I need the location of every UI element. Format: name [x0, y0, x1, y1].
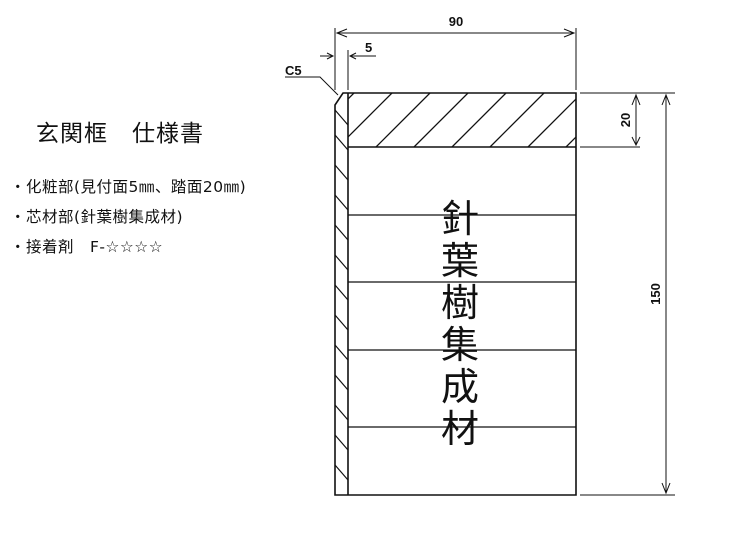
spec-veneer: ・化粧部(見付面5㎜、踏面20㎜)	[10, 178, 247, 196]
core-label-char: 樹	[441, 281, 479, 325]
dim-width: 90	[449, 14, 463, 29]
spec-core: ・芯材部(針葉樹集成材)	[10, 208, 184, 226]
face-hatching	[335, 109, 348, 481]
lamination-lines	[348, 214, 576, 428]
frame-outline	[334, 92, 577, 496]
page-title: 玄関框 仕様書	[36, 121, 204, 147]
dim-veneer: 5	[365, 40, 372, 55]
dimension-lines	[285, 28, 675, 496]
dim-height: 150	[648, 283, 663, 305]
core-label: 針 葉 樹 集 成 材	[441, 197, 479, 451]
spec-adhesive: ・接着剤 F-☆☆☆☆	[10, 238, 164, 256]
core-label-char: 成	[441, 365, 479, 409]
core-label-char: 材	[441, 407, 479, 451]
tread-hatching	[348, 93, 576, 147]
core-label-char: 集	[441, 323, 479, 367]
core-label-char: 針	[441, 197, 479, 241]
dim-chamfer: C5	[285, 63, 302, 78]
core-label-char: 葉	[441, 239, 479, 283]
dim-tread: 20	[618, 113, 633, 127]
